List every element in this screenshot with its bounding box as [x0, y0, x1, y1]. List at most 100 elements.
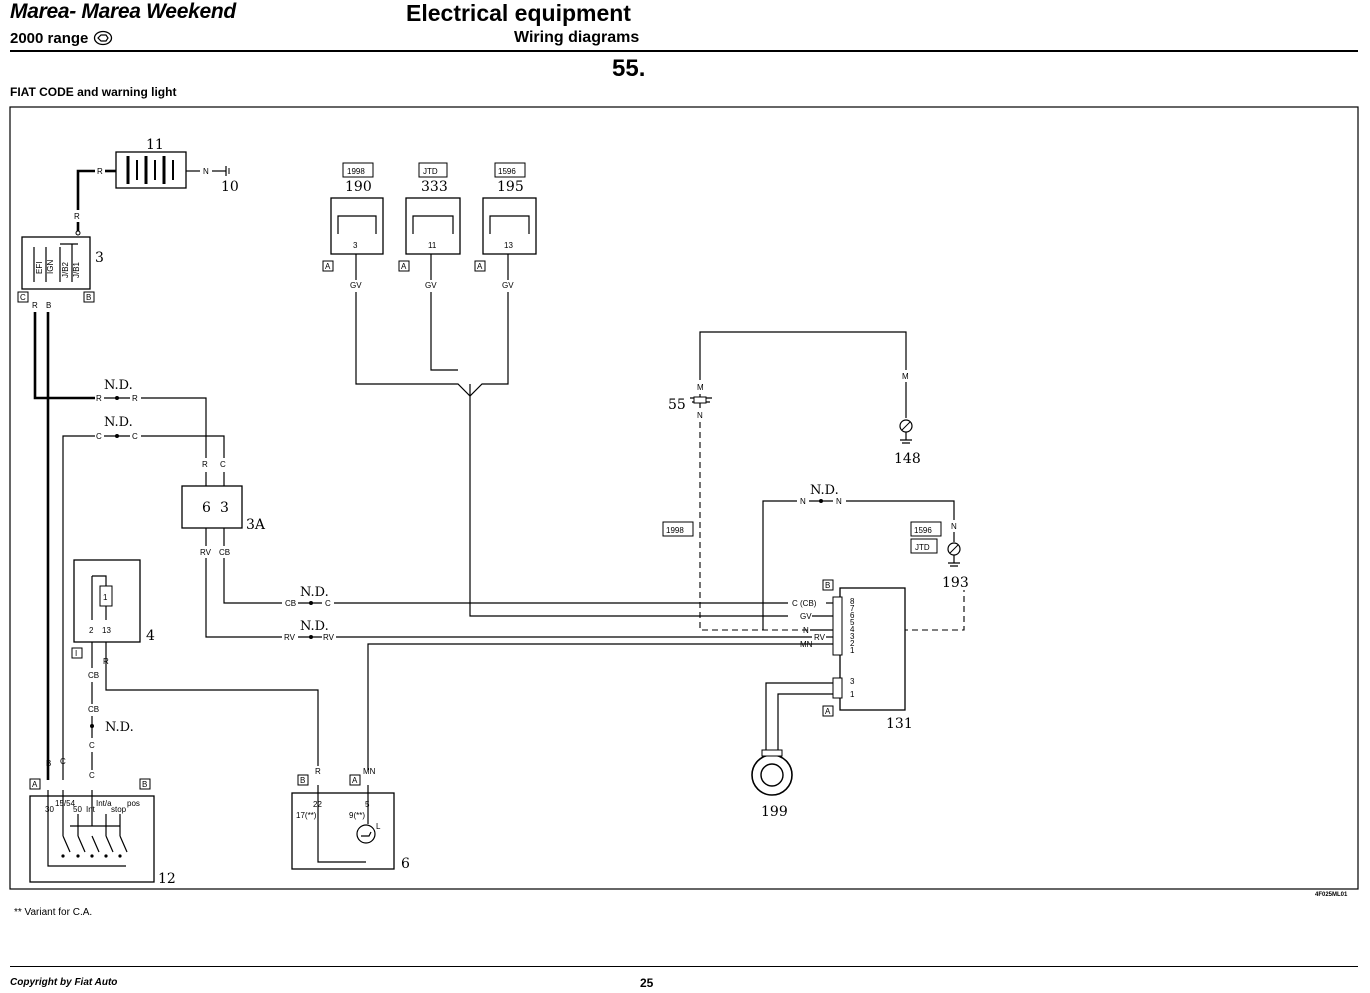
label-10: 10 [221, 179, 239, 195]
label-3a: 3A [246, 517, 266, 533]
label-199: 199 [761, 804, 788, 820]
wire-cb-4-a: CB [88, 671, 99, 680]
connector-c-3: C [20, 293, 26, 302]
pin-9: 9(**) [349, 811, 365, 820]
connector-b-3: B [86, 293, 91, 302]
connector-55 [690, 394, 712, 408]
wire-c-4-a: C [89, 741, 95, 750]
connector-b-12: B [142, 780, 147, 789]
label-6: 6 [401, 856, 410, 872]
pin-6-131: 6 [850, 611, 855, 620]
label-11: 11 [146, 137, 164, 153]
wire-n-ground: N [203, 167, 209, 176]
wire-mn-6: MN [363, 767, 376, 776]
wire-r-6: R [315, 767, 321, 776]
page-code: 55. [612, 55, 646, 82]
warning-light-l: L [376, 822, 381, 831]
fuse-jb1: J/B1 [72, 261, 81, 278]
header-divider [10, 50, 1358, 52]
connector-a-12: A [32, 780, 38, 789]
wire-m-55: M [697, 383, 704, 392]
pin-1-131: 1 [850, 646, 855, 655]
nd-label-4: N.D. [105, 720, 134, 735]
label-12: 12 [158, 871, 176, 887]
pin-stop: stop [111, 805, 127, 814]
nd-label-cb: N.D. [300, 585, 329, 600]
wire-gv-190: GV [350, 281, 362, 290]
nd-label-n: N.D. [810, 483, 839, 498]
wire-rv-3a: RV [200, 548, 212, 557]
label-193: 193 [942, 575, 969, 591]
wire-n-55: N [697, 411, 703, 420]
wire-c-cb-131: C (CB) [792, 599, 817, 608]
pin-2-131: 2 [850, 639, 855, 648]
pin-5-131: 5 [850, 618, 855, 627]
wire-cb-3a: CB [219, 548, 230, 557]
wire-mn-131: MN [800, 640, 813, 649]
variant-1998-190: 1998 [347, 167, 365, 176]
pin-int-a: Int/a [96, 799, 112, 808]
variant-jtd-193: JTD [915, 543, 930, 552]
pin-30: 30 [45, 805, 54, 814]
variant-1596-195: 1596 [498, 167, 516, 176]
ground-148 [899, 419, 913, 444]
pin-13-4: 13 [102, 626, 111, 635]
pin-3-131: 3 [850, 632, 855, 641]
pin-2-4: 2 [89, 626, 94, 635]
label-148: 148 [894, 451, 921, 467]
wire-r-battery: R [97, 167, 103, 176]
wire-rv-nd-right: RV [323, 633, 335, 642]
immobilizer-ecu-131: 8 7 6 5 4 3 2 1 3 1 [832, 587, 906, 711]
connector-block-3a: 6 3 [181, 472, 243, 546]
instrument-panel-6: 22 5 17(**) 9(**) L [291, 785, 395, 870]
wire-r-3a: R [202, 460, 208, 469]
pin-7-131: 7 [850, 604, 855, 613]
pin-11-333: 11 [428, 241, 437, 250]
header-range: 2000 range [10, 30, 113, 47]
wire-rv-nd-left: RV [284, 633, 296, 642]
section-title: Electrical equipment [406, 0, 631, 26]
nd-label-r: N.D. [104, 378, 133, 393]
pin-3-190: 3 [353, 241, 358, 250]
pin-4-131: 4 [850, 625, 855, 634]
pin-17: 17(**) [296, 811, 317, 820]
pin-50: 50 [73, 805, 82, 814]
wire-c-nd-cb: C [325, 599, 331, 608]
label-190: 190 [345, 179, 372, 195]
copyright: Copyright by Fiat Auto [10, 977, 118, 988]
engine-icon [93, 30, 112, 46]
connector-i-4: I [75, 649, 77, 658]
header-model: Marea- Marea Weekend [10, 0, 236, 23]
label-3: 3 [95, 250, 104, 266]
pin-3b-131: 3 [850, 677, 855, 686]
wire-c-nd-left: C [96, 432, 102, 441]
wire-n-nd-left: N [800, 497, 806, 506]
wire-n-nd-right: N [836, 497, 842, 506]
connector-b-6: B [300, 776, 305, 785]
wire-n-193: N [951, 522, 957, 531]
wire-n-131: N [803, 626, 809, 635]
range-label: 2000 range [10, 30, 89, 47]
wire-gv-131: GV [800, 612, 812, 621]
variant-jtd-333: JTD [423, 167, 438, 176]
connector-a-190: A [325, 262, 331, 271]
diagram-title: FIAT CODE and warning light [10, 85, 177, 99]
pin-3-3a: 3 [220, 500, 229, 516]
fuse-ign: IGN [46, 260, 55, 274]
wire-c-3a: C [220, 460, 226, 469]
ground-symbol-10 [225, 166, 230, 176]
wire-r-3: R [32, 301, 38, 310]
pin-pos: pos [127, 799, 140, 808]
pin-1-4: 1 [103, 593, 108, 602]
wire-rv-131: RV [814, 633, 826, 642]
fuse-efi: EFI [35, 262, 44, 274]
wire-c-12: C [60, 757, 66, 766]
label-131: 131 [886, 716, 913, 732]
footnote: ** Variant for C.A. [14, 907, 93, 918]
wire-cb-nd: CB [285, 599, 296, 608]
pin-int: Int [86, 805, 96, 814]
wire-m-148: M [902, 372, 909, 381]
wire-gv-195: GV [502, 281, 514, 290]
wire-gv-333: GV [425, 281, 437, 290]
